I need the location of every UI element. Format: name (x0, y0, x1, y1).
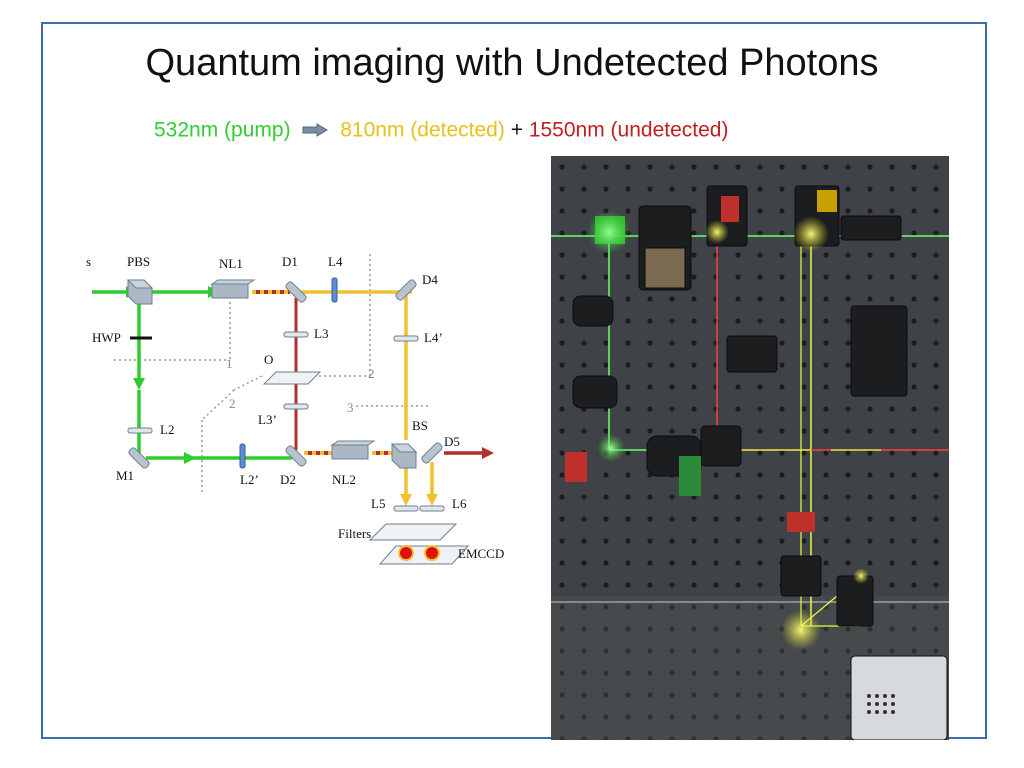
label-d4: D4 (422, 272, 438, 287)
label-2a: 2 (368, 366, 375, 381)
l6-lens (419, 505, 445, 512)
detector-spot-1 (398, 545, 414, 561)
undetected-label: 1550nm (undetected) (528, 118, 729, 142)
l3-lens (283, 331, 309, 338)
d5-mirror (421, 442, 443, 464)
camera-vent (867, 694, 895, 714)
label-bs: BS (412, 418, 428, 433)
label-l4p: L4’ (424, 330, 443, 345)
object-plate (262, 371, 322, 385)
plus-label: + (510, 118, 523, 142)
label-l4: L4 (328, 254, 343, 269)
right-arrow-icon (302, 123, 329, 138)
l5-lens (393, 505, 419, 512)
label-l3: L3 (314, 326, 328, 341)
nl1-crystal (210, 279, 256, 299)
label-d2: D2 (280, 472, 296, 487)
filters-plate (368, 523, 458, 541)
label-d1: D1 (282, 254, 298, 269)
label-o: O (264, 352, 273, 367)
setup-schematic: s PBS NL1 D1 L4 D4 HWP L3 L4’ O 1 2 2 3 … (86, 254, 504, 565)
label-emccd: EMCCD (458, 546, 504, 561)
slide-subtitle: 532nm (pump) 810nm (detected) + 1550nm (… (154, 118, 728, 142)
nl2-crystal (330, 440, 376, 460)
slide-frame (41, 22, 987, 739)
l4-lens (331, 277, 338, 303)
label-l3p: L3’ (258, 412, 277, 427)
slide-title: Quantum imaging with Undetected Photons (145, 42, 879, 84)
detected-label: 810nm (detected) (340, 118, 505, 142)
d4-mirror (395, 279, 417, 301)
l4p-lens (393, 335, 419, 342)
label-hwp: HWP (92, 330, 121, 345)
label-l5: L5 (371, 496, 385, 511)
label-nl2: NL2 (332, 472, 356, 487)
bs-cube (390, 443, 418, 469)
m1-mirror (128, 447, 150, 469)
l2p-lens (239, 443, 246, 469)
label-l6: L6 (452, 496, 467, 511)
label-3: 3 (347, 400, 354, 415)
l3p-lens (283, 403, 309, 410)
label-2b: 2 (229, 396, 236, 411)
pump-beam (92, 290, 292, 460)
detector-spot-2 (424, 545, 440, 561)
emccd-plate (378, 545, 470, 565)
label-pbs: PBS (127, 254, 150, 269)
optical-table-illustration (551, 156, 949, 740)
l2-lens (127, 427, 153, 434)
pbs-cube (126, 279, 154, 305)
label-l2p: L2’ (240, 472, 259, 487)
label-l2: L2 (160, 422, 174, 437)
label-filters: Filters (338, 526, 371, 541)
label-d5: D5 (444, 434, 460, 449)
d2-mirror (285, 445, 307, 467)
optical-table-photo (551, 156, 949, 740)
label-cut: s (86, 254, 91, 269)
d1-mirror (285, 281, 307, 303)
label-1: 1 (226, 356, 233, 371)
label-m1: M1 (116, 468, 134, 483)
label-nl1: NL1 (219, 256, 243, 271)
pump-label: 532nm (pump) (154, 118, 291, 142)
